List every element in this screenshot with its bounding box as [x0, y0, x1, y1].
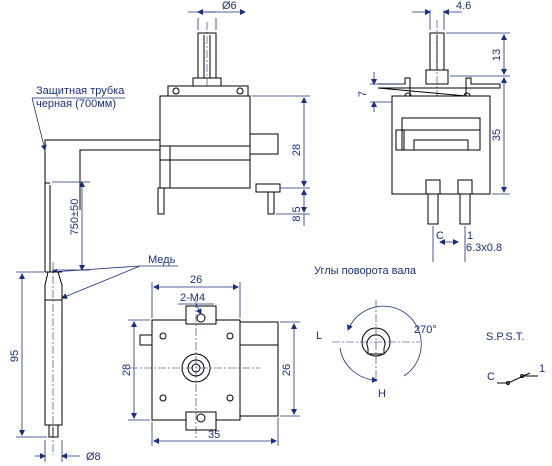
- terminal-size-label: 6.3x0.8: [466, 242, 502, 254]
- tube-note-line2: черная (700мм): [36, 98, 116, 110]
- terminal-1: [459, 193, 471, 225]
- switch-body-front: [159, 95, 251, 189]
- mount-holes-label: 2-M4: [180, 292, 205, 304]
- side-view: 4.6 13 35 7 C 1 6.3x0.8: [357, 0, 510, 262]
- terminal-height-label: 8.5: [291, 206, 303, 221]
- switch-type-label: S.P.S.T.: [486, 331, 524, 343]
- rotation-diagram: Углы поворота вала L H 270°: [314, 265, 437, 400]
- body-height-side-label: 35: [491, 129, 503, 141]
- bracket-front: [167, 85, 249, 97]
- terminal-left: [157, 187, 165, 215]
- rotation-title: Углы поворота вала: [314, 265, 417, 277]
- plan-height-left-label: 28: [121, 364, 133, 376]
- tube-length-label: 750±50: [69, 199, 81, 236]
- bracket-offset-label: 7: [357, 91, 369, 97]
- switch-label-c: C: [487, 371, 495, 383]
- sensor-bulb: 95 Ø8: [9, 262, 101, 463]
- switch-symbol: S.P.S.T. C 1: [486, 331, 545, 385]
- capillary-tube: [44, 139, 160, 185]
- copper-label: Медь: [148, 254, 176, 266]
- mount-hole-bottom: [196, 413, 206, 423]
- body-height-label: 28: [291, 144, 303, 156]
- shaft-width-label: 4.6: [456, 0, 471, 12]
- tube-note-line1: Защитная трубка: [36, 85, 125, 97]
- shaft-length-label: 13: [491, 49, 503, 61]
- plan-height-right-label: 26: [281, 364, 293, 376]
- bulb-dia-label: Ø8: [86, 451, 101, 463]
- rotation-label-h: H: [378, 388, 386, 400]
- switch-label-1: 1: [539, 363, 545, 375]
- terminal-c-label: C: [436, 230, 444, 242]
- rotation-label-l: L: [316, 330, 322, 342]
- bulb-length-label: 95: [9, 350, 21, 362]
- terminal-1-label: 1: [467, 230, 473, 242]
- shaft-dia-label: Ø6: [222, 0, 237, 12]
- plan-view: 2-M4 26 35 28 26: [121, 274, 300, 446]
- plan-width-top-label: 26: [190, 274, 202, 286]
- plan-width-bottom-label: 35: [208, 429, 220, 441]
- front-view: Ø6 28 8.5 Защитная трубка черная (700мм)…: [31, 0, 310, 299]
- rotation-angle-label: 270°: [414, 324, 437, 336]
- switch-body-side: [391, 95, 491, 195]
- terminal-c: [427, 193, 439, 225]
